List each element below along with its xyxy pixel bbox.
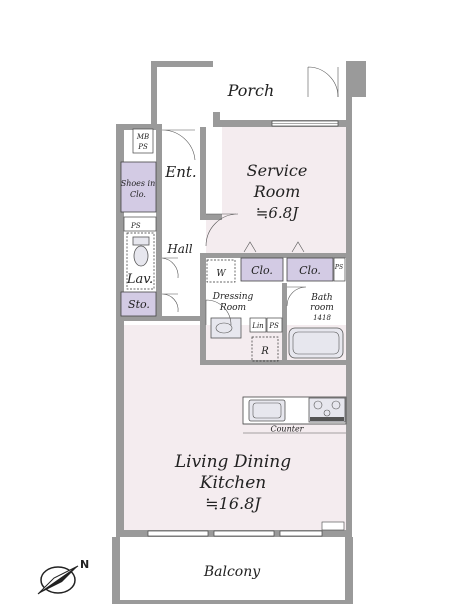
balcony-rail <box>112 600 353 604</box>
clo-1-label: Clo. <box>251 264 273 277</box>
bath-label-line1: Bath <box>310 293 332 303</box>
balcony-label: Balcony <box>203 564 261 580</box>
lav-dashed-area <box>126 232 155 290</box>
bathtub-icon <box>288 327 344 359</box>
floor-fills <box>124 127 346 530</box>
ldk-label-line1: Living Dining <box>174 452 291 472</box>
clo-2-label: Clo. <box>299 264 321 277</box>
balcony-left-wall <box>112 537 120 604</box>
top-left-wall <box>116 124 156 130</box>
ldk-area: ≒16.8J <box>205 494 262 513</box>
refrigerator-space <box>251 336 279 362</box>
hall-left-partition <box>156 124 162 320</box>
service-room-label-line2: Room <box>253 182 300 201</box>
service-room-label-line1: Service <box>247 161 308 180</box>
porch-inner-stub <box>213 112 220 127</box>
room-labels: Porch Ent. Service Room ≒6.8J Hall Livin… <box>164 81 307 580</box>
bath-size-label: 1418 <box>313 314 331 322</box>
washbasin-icon <box>210 317 242 339</box>
right-exterior-wall <box>346 61 352 531</box>
service-room-window <box>271 120 339 127</box>
bath-left-wall <box>282 283 287 363</box>
entry-partition-return <box>200 214 222 220</box>
bath-bottom-wall <box>200 360 346 365</box>
service-room-closets: Clo. Clo. PS <box>240 241 346 282</box>
balcony-windows <box>147 530 323 537</box>
kitchen-counter: Counter <box>242 396 347 434</box>
dressing-label-line1: Dressing <box>212 292 254 302</box>
meter-box: MB PS <box>132 128 154 154</box>
porch-left-wall <box>151 61 157 127</box>
bath-label-line2: room <box>310 303 334 313</box>
ps-dressing-label: PS <box>268 322 279 330</box>
lavatory: PS Lav. <box>123 216 179 290</box>
closet-1 <box>240 257 284 282</box>
porch-label: Porch <box>227 81 275 100</box>
ldk-label-line2: Kitchen <box>199 473 266 493</box>
service-room-bottom-wall <box>200 253 346 258</box>
porch-top-wall-left <box>151 61 213 67</box>
w-label: W <box>216 269 226 279</box>
compass-icon: N <box>37 558 89 595</box>
left-exterior-wall <box>116 124 124 536</box>
storage: Sto. <box>120 291 179 317</box>
balcony-right-wall <box>345 537 353 604</box>
shoes-in-label-line1: Shoes in <box>121 179 156 188</box>
lav-door[interactable] <box>161 257 179 279</box>
shoes-in-closet: Shoes in Clo. <box>120 161 157 213</box>
toilet-tank-icon <box>132 236 150 246</box>
toilet-bowl-icon <box>133 245 149 267</box>
ps-left-label: PS <box>130 222 141 230</box>
hall-label: Hall <box>166 242 192 256</box>
service-room-area: ≒6.8J <box>256 204 299 222</box>
shoes-in-label-line2: Clo. <box>130 190 146 199</box>
living-dining-kitchen-floor <box>124 325 346 530</box>
dressing-door[interactable] <box>205 299 232 326</box>
lin-label: Lin <box>251 322 264 330</box>
r-label: R <box>260 346 269 357</box>
sto-bottom-wall <box>124 316 206 321</box>
washer-space <box>206 259 236 283</box>
lav-label: Lav. <box>126 272 153 287</box>
bath-door[interactable] <box>286 286 307 307</box>
porch-gate <box>307 66 339 98</box>
dressing-label-line2: Room <box>219 303 246 313</box>
dressing-room: W Dressing Room Lin PS R <box>205 259 283 362</box>
counter-label: Counter <box>270 425 304 434</box>
service-room-door[interactable] <box>205 213 239 247</box>
ps-top-label: PS <box>137 143 148 151</box>
ps-bottom-box <box>321 521 345 531</box>
sto-door[interactable] <box>161 293 179 313</box>
kitchen-sink-icon <box>248 399 286 422</box>
service-room-floor <box>206 127 346 253</box>
entrance-door[interactable] <box>161 129 196 161</box>
closet-2 <box>286 257 334 282</box>
ent-label: Ent. <box>164 163 196 181</box>
ps-right-label: PS <box>334 264 343 271</box>
closet-door-marks <box>243 241 305 253</box>
bathroom: Bath room 1418 <box>286 286 344 359</box>
dressing-left-wall <box>200 253 206 363</box>
sto-label: Sto. <box>128 298 150 311</box>
entry-partition <box>200 127 206 214</box>
mb-label: MB <box>136 133 149 141</box>
hall-doors[interactable] <box>205 213 239 247</box>
north-label: N <box>80 558 89 571</box>
